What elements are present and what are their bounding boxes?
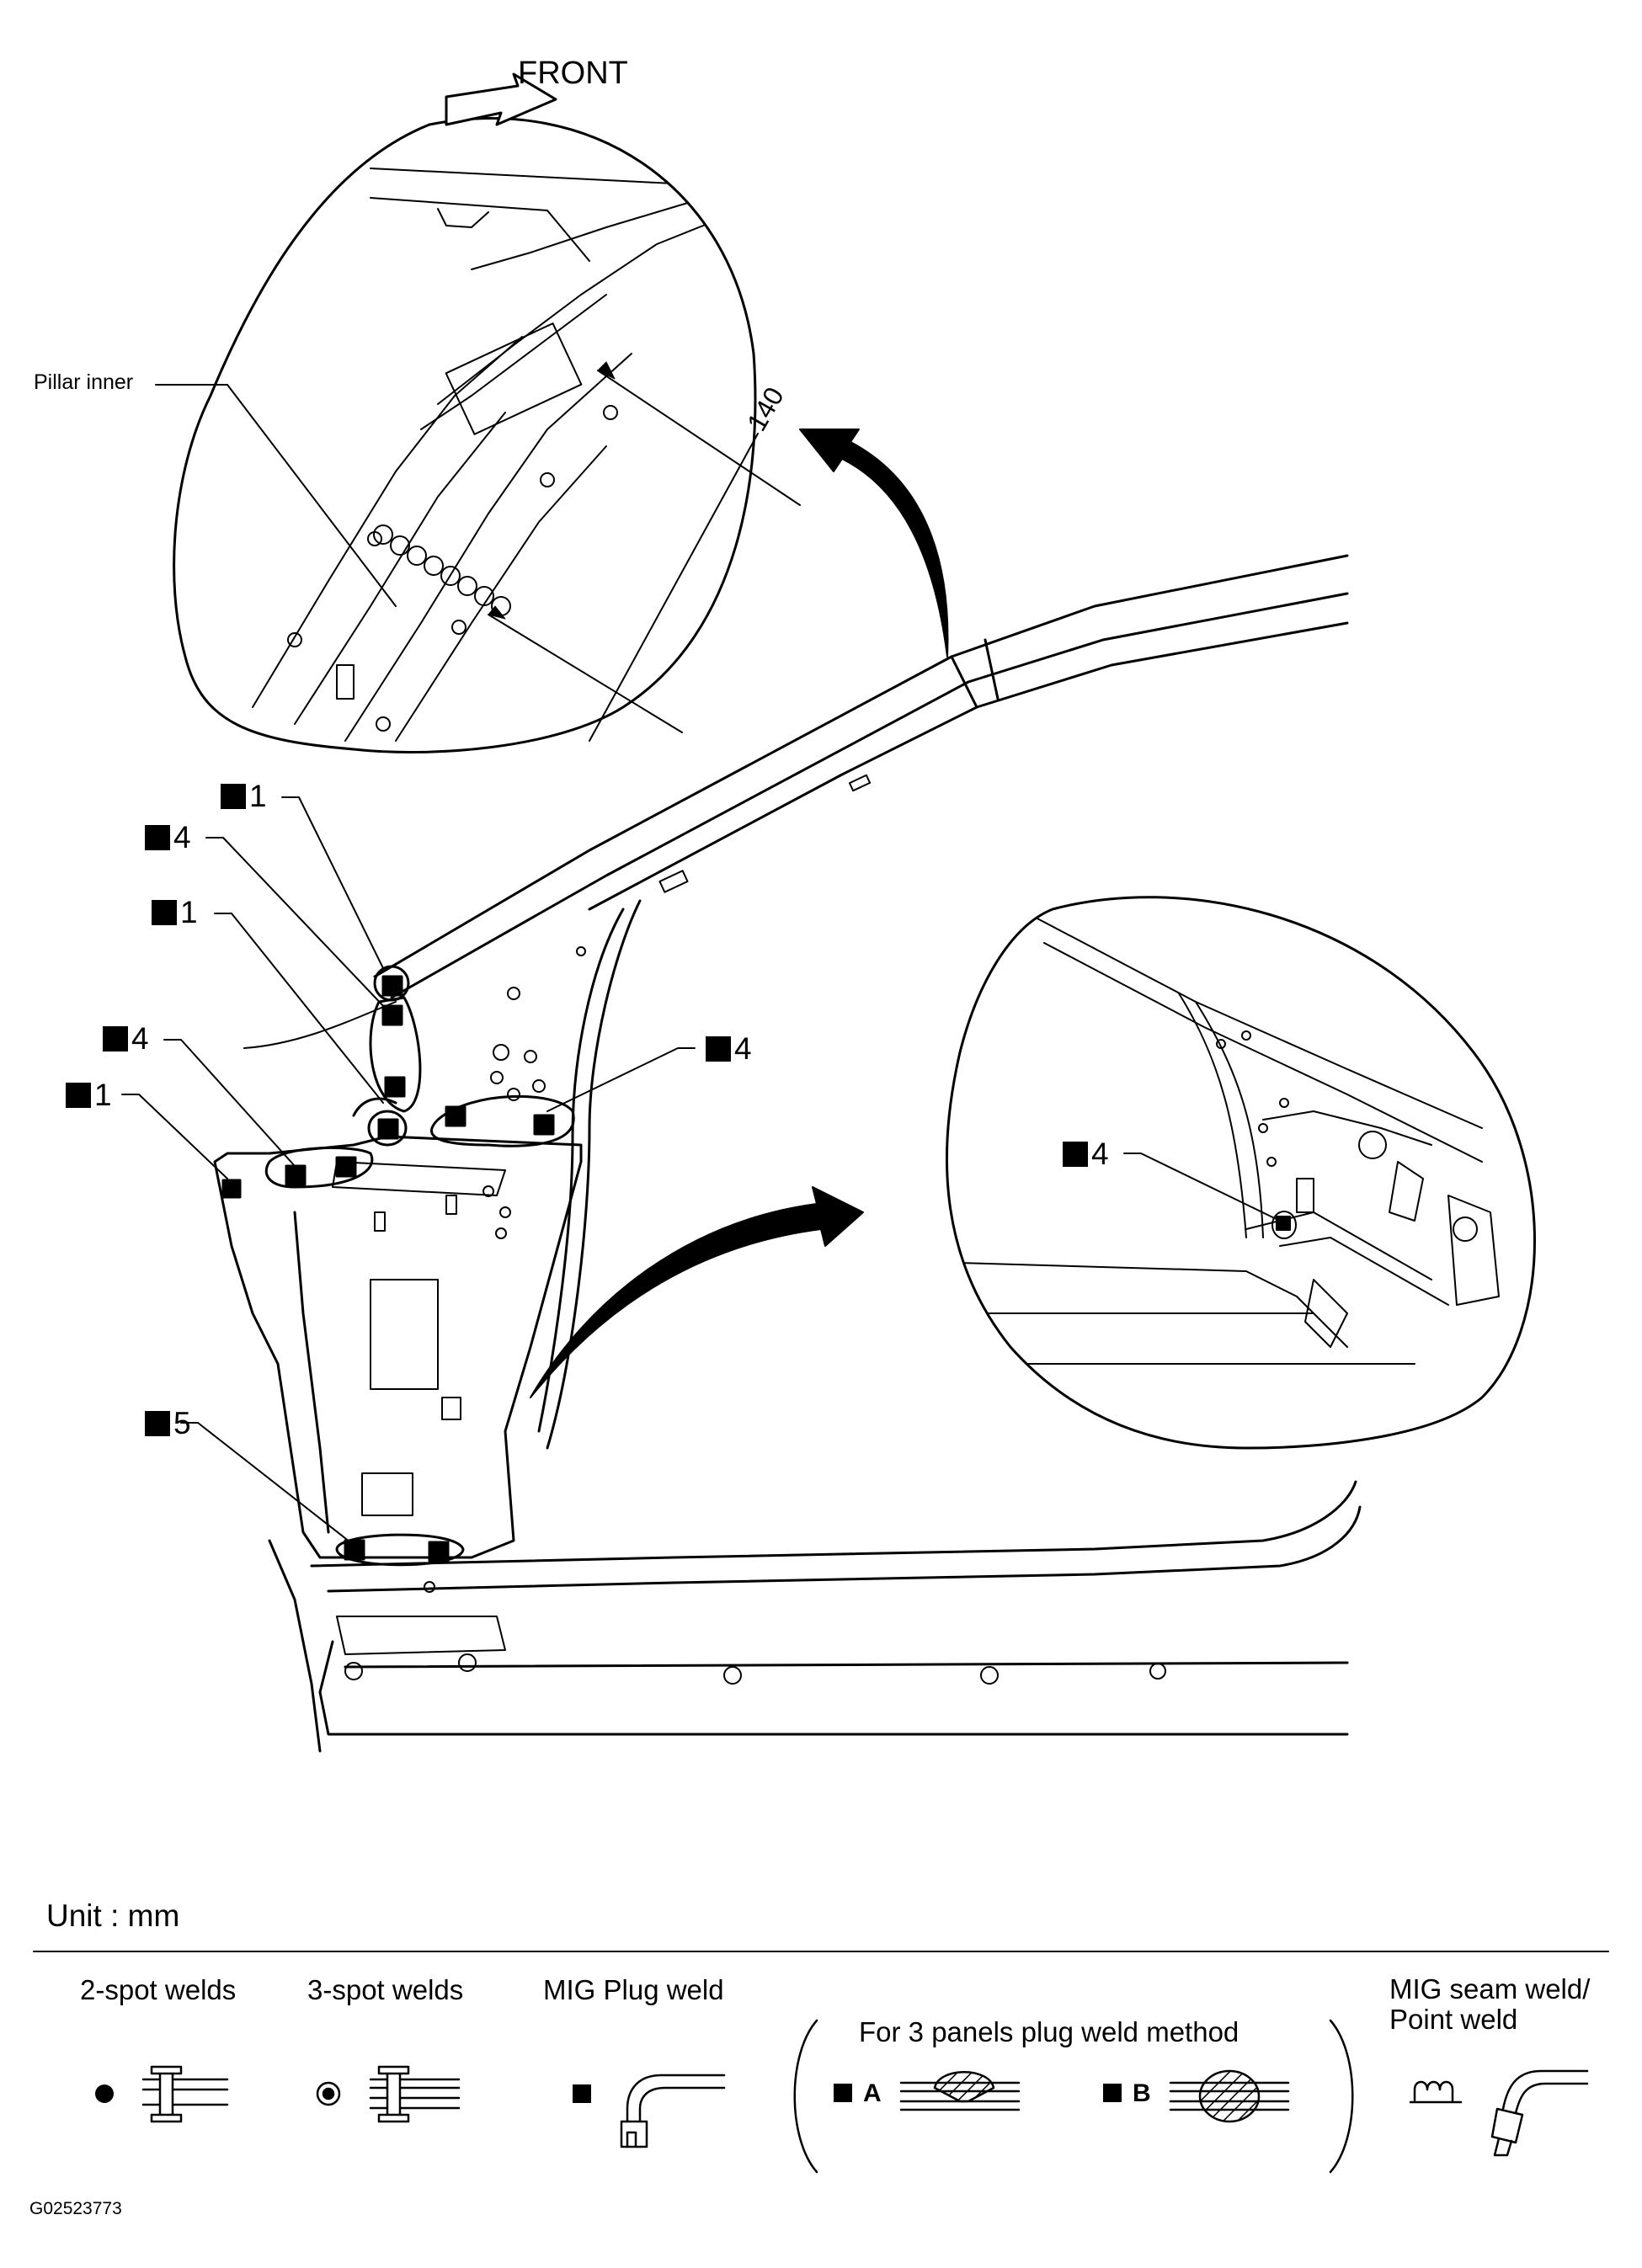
mig-torch-icon <box>620 2074 726 2148</box>
weld-symbol-icon <box>66 1083 91 1108</box>
front-label: FRONT <box>518 56 628 91</box>
callout-7: 5 <box>145 1406 191 1441</box>
callout-1: 1 <box>221 779 267 814</box>
unit-label: Unit : mm <box>46 1898 180 1933</box>
plug-weld-b-icon <box>1103 2084 1122 2102</box>
legend-symbols <box>95 2019 1589 2174</box>
legend-mig-seam: MIG seam weld/ Point weld <box>1389 1973 1591 2036</box>
body-side-panel <box>213 554 1362 1753</box>
legend-method-a: A <box>863 2079 882 2107</box>
callout-number: 4 <box>1091 1137 1109 1171</box>
front-arrow <box>445 72 557 126</box>
legend-two-spot: 2-spot welds <box>80 1974 237 2005</box>
weld-symbol-icon <box>706 1036 731 1062</box>
legend-method-b: B <box>1133 2079 1151 2107</box>
callout-number: 1 <box>94 1078 112 1112</box>
legend-mig-plug: MIG Plug weld <box>543 1974 724 2005</box>
spot-weld-icon <box>95 2084 114 2103</box>
two-spot-weld-icon <box>141 2065 229 2123</box>
callout-2: 4 <box>145 820 191 855</box>
callout-number: 1 <box>249 779 267 813</box>
callout-8: 4 <box>1063 1137 1109 1172</box>
legend-three-panel: For 3 panels plug weld method <box>859 2016 1239 2047</box>
weld-notches <box>373 524 511 616</box>
three-panel-b-icon <box>1169 2069 1290 2123</box>
curved-arrow-top <box>799 429 949 658</box>
plug-weld-icon <box>573 2084 591 2103</box>
curved-arrow-right <box>530 1186 864 1398</box>
callout-leaders <box>121 796 1289 1546</box>
upper-detail-view <box>155 72 801 753</box>
weld-symbol-icon <box>221 784 246 809</box>
callout-number: 4 <box>131 1021 149 1056</box>
callout-6: 4 <box>706 1031 752 1067</box>
callout-number: 5 <box>173 1406 191 1440</box>
callout-number: 4 <box>734 1031 752 1066</box>
weld-symbol-icon <box>145 825 170 850</box>
legend-three-spot: 3-spot welds <box>307 1974 464 2005</box>
weld-symbol-icon <box>103 1026 128 1051</box>
pillar-inner-label: Pillar inner <box>34 370 134 394</box>
weld-symbol-icon <box>145 1411 170 1436</box>
weld-marks <box>221 965 575 1567</box>
callout-number: 1 <box>180 895 198 929</box>
callout-3: 1 <box>152 895 198 930</box>
right-detail-view <box>945 896 1536 1450</box>
weld-symbol-icon <box>1063 1142 1088 1167</box>
three-spot-weld-icon <box>316 2065 461 2123</box>
seam-weld-icon <box>1409 2080 1463 2104</box>
plug-weld-a-icon <box>834 2084 852 2102</box>
three-panel-a-icon <box>899 2071 1021 2111</box>
figure-code: G02523773 <box>29 2199 122 2218</box>
callout-4: 4 <box>103 1021 149 1057</box>
weld-symbol-icon <box>152 900 177 925</box>
callout-number: 4 <box>173 820 191 854</box>
mig-seam-torch-icon <box>1490 2069 1589 2157</box>
callout-5: 1 <box>66 1078 112 1113</box>
